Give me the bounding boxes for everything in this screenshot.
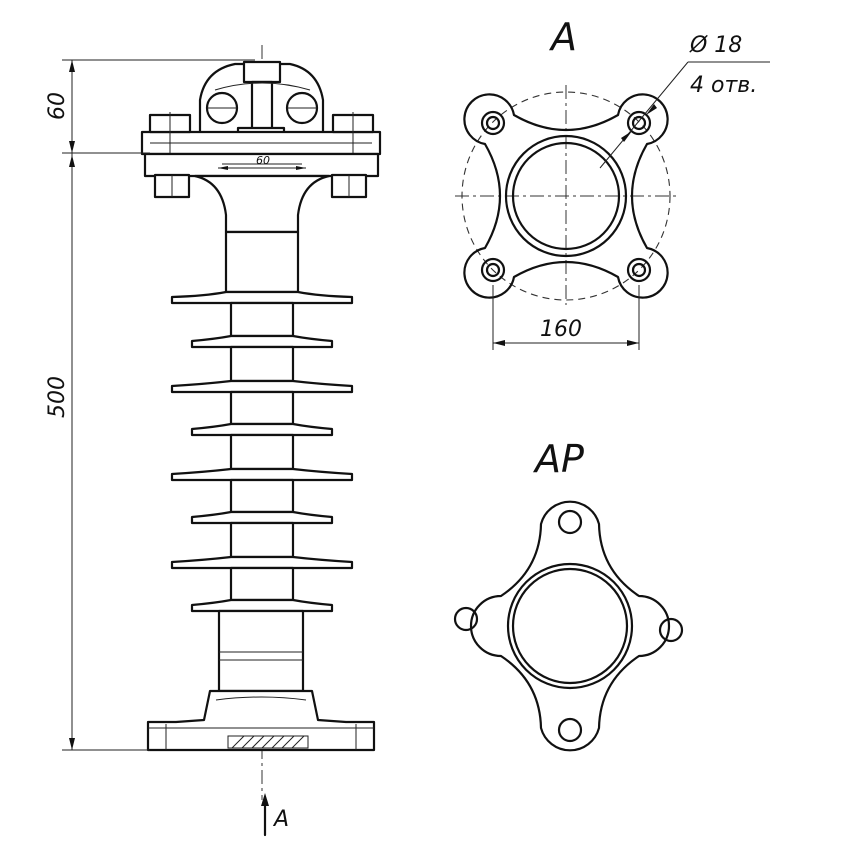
view-arrow <box>261 793 269 837</box>
core-segment <box>229 301 295 338</box>
clamp-bolt <box>250 80 274 134</box>
flange-bore-inner <box>511 141 621 251</box>
hole-diameter-label: Ø 18 <box>689 33 742 58</box>
shed-small-4 <box>190 598 334 613</box>
core-segment <box>229 390 295 426</box>
view-ap-title: AP <box>532 437 584 481</box>
core-segment <box>229 521 295 559</box>
shed-large-3 <box>170 467 354 482</box>
clamp-head <box>198 60 325 146</box>
top-plate <box>140 112 382 199</box>
dim-clamp-width: 60 <box>256 154 270 167</box>
view-ap: AP <box>453 437 684 752</box>
plate-hole-left <box>453 606 479 632</box>
view-a-title: A <box>548 15 577 59</box>
dim-height-total: 500 <box>45 376 70 418</box>
plate-outline <box>469 500 671 752</box>
view-a: A Ø 18 4 отв. 160 <box>455 15 770 350</box>
dimension-lines <box>62 59 306 751</box>
bolt-hole <box>480 257 506 283</box>
arrow-label: A <box>272 807 289 832</box>
bolt-hole <box>626 110 652 136</box>
shed-large-2 <box>170 379 354 394</box>
bolt-hole <box>480 110 506 136</box>
shed-small-2 <box>190 422 334 437</box>
plate-hole-bottom <box>557 717 583 743</box>
plate-hole-right <box>658 617 684 643</box>
bolt-hole <box>626 257 652 283</box>
plate-hole-top <box>557 509 583 535</box>
clamp-nut <box>242 60 282 84</box>
shed-large-1 <box>170 290 354 305</box>
sheds <box>170 290 354 613</box>
core-bottom <box>217 609 305 693</box>
dim-pcd: 160 <box>540 317 582 342</box>
plate-bore-outer <box>506 562 634 690</box>
hole-leader <box>599 61 770 169</box>
section-hatch <box>227 735 309 749</box>
shed-small-1 <box>190 334 334 349</box>
core-segment <box>229 433 295 471</box>
core-segment <box>229 478 295 514</box>
core-segment <box>229 566 295 602</box>
insulator-side-view <box>140 45 382 837</box>
core-segment <box>229 345 295 383</box>
flange-bore-outer <box>504 134 628 258</box>
flange-outline <box>463 93 669 299</box>
plate-bore-inner <box>511 567 629 685</box>
hole-count-label: 4 отв. <box>690 73 757 98</box>
core-top <box>224 230 300 294</box>
shed-small-3 <box>190 510 334 525</box>
shed-large-4 <box>170 555 354 570</box>
dim-height-top: 60 <box>45 92 70 120</box>
upper-fitting <box>193 174 331 234</box>
base-flange <box>146 689 376 752</box>
